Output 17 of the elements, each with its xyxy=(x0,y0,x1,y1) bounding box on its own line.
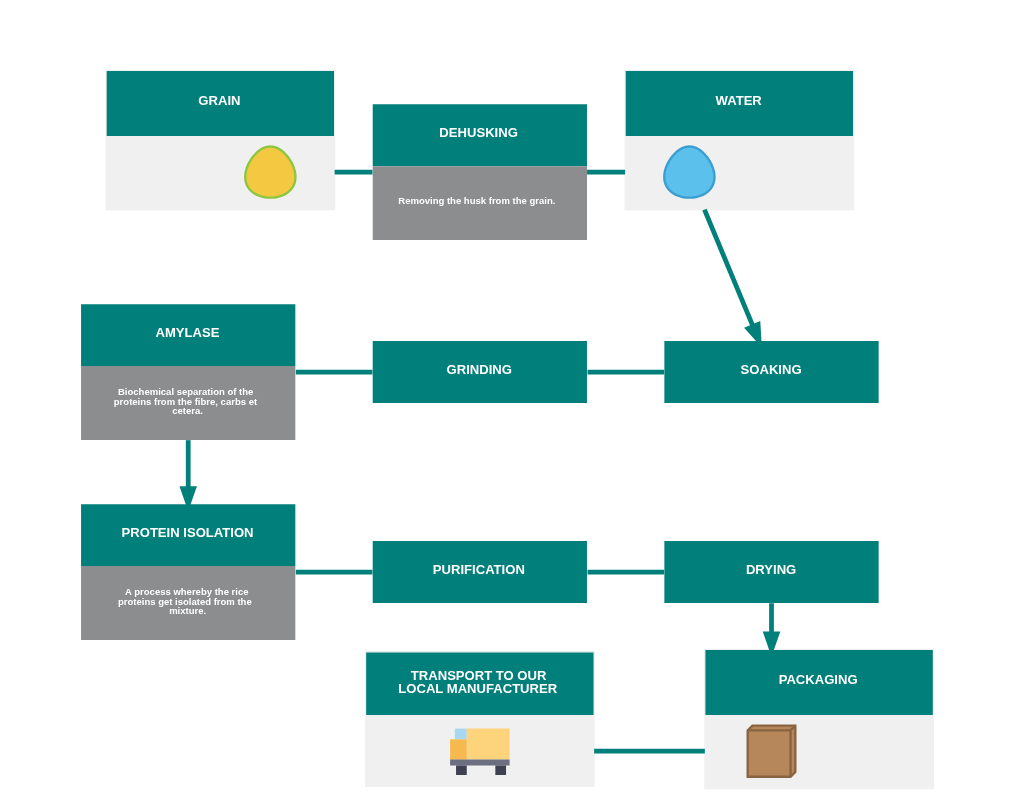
node-picture xyxy=(244,144,297,199)
node-box: SOAKING xyxy=(664,340,879,403)
cluster: GRAIN xyxy=(105,69,336,210)
node-box: PURIFICATION xyxy=(372,540,587,603)
connector xyxy=(594,748,705,754)
node-box: DRYING xyxy=(664,540,879,603)
cluster: PACKAGING xyxy=(704,648,934,789)
node-box: GRINDING xyxy=(372,340,587,403)
connector xyxy=(587,369,665,374)
connector xyxy=(587,569,665,574)
connector xyxy=(334,169,373,174)
connector xyxy=(295,369,373,374)
connector xyxy=(295,569,373,574)
node-picture xyxy=(663,144,716,199)
cluster: TRANSPORT TO OUR LOCAL MANUFACTURER xyxy=(365,650,595,787)
connector xyxy=(587,169,626,174)
cluster: WATER xyxy=(624,69,855,210)
